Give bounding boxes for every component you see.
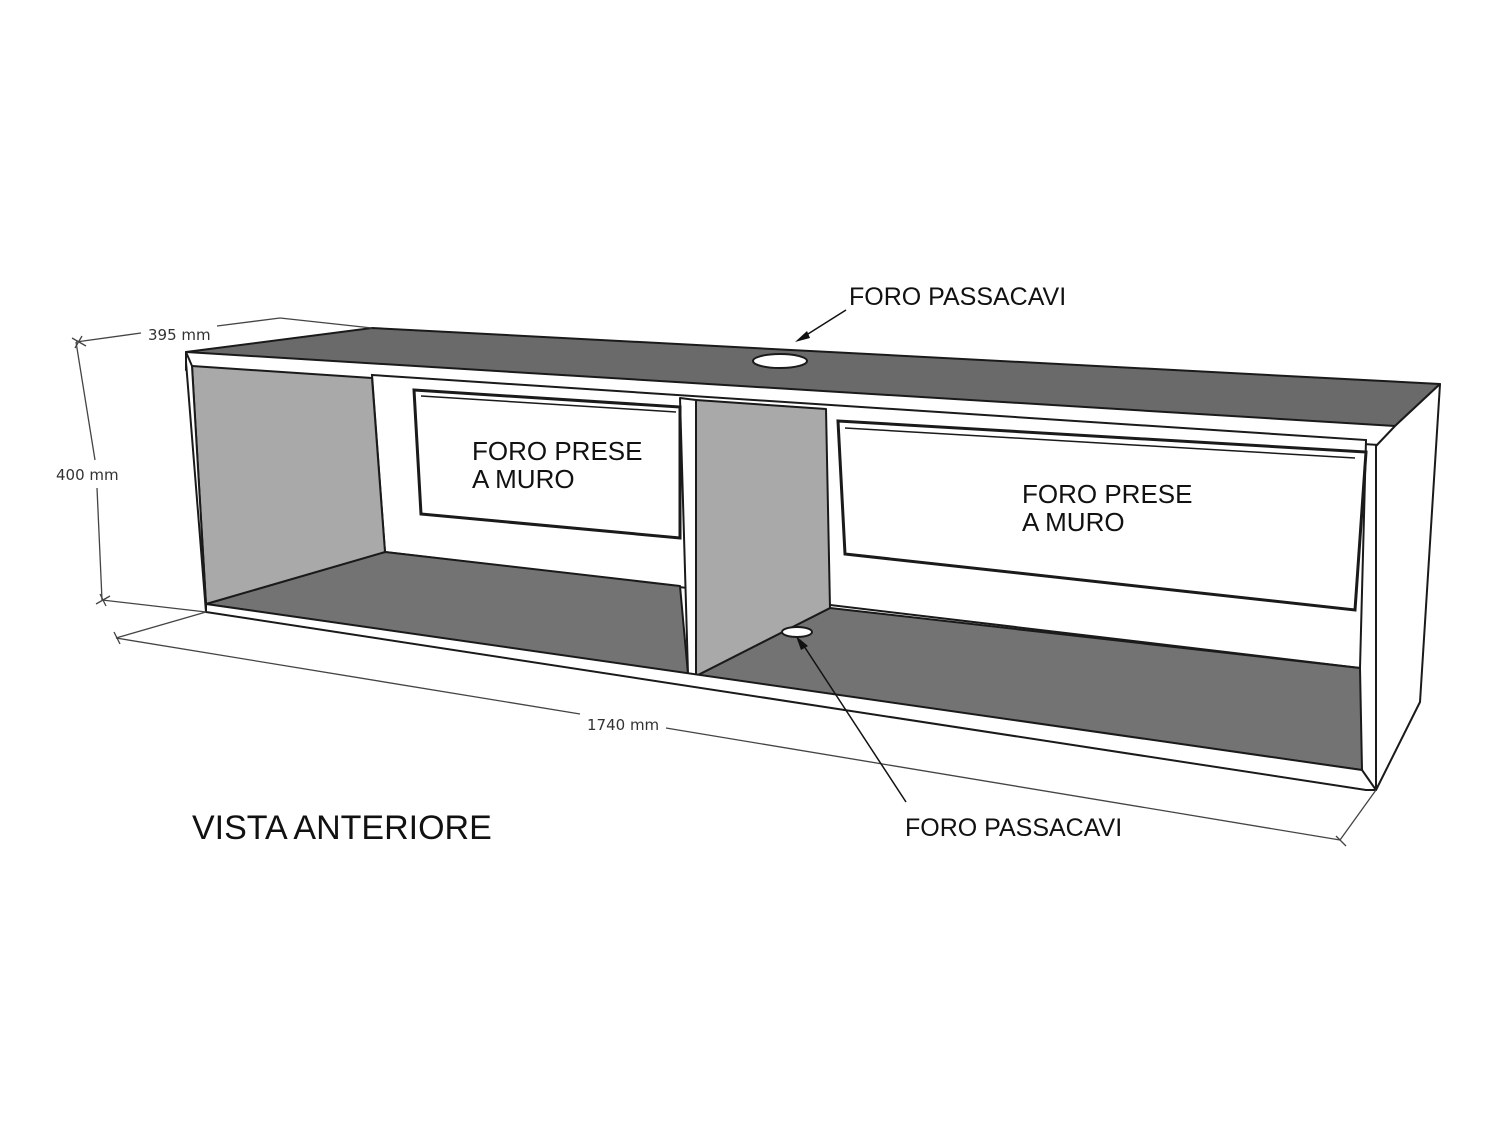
bottom-hole-label: FORO PASSACAVI (905, 814, 1122, 842)
top-hole-arrow (795, 309, 847, 342)
depth-dimension-label: 395 mm (148, 326, 211, 344)
left-opening-label-line2: A MURO (472, 464, 575, 494)
left-opening-label-line1: FORO PRESE (472, 436, 642, 466)
right-opening-label-line2: A MURO (1022, 507, 1125, 537)
right-opening-label-line1: FORO PRESE (1022, 479, 1192, 509)
bottom-hole-arrow (796, 636, 907, 803)
left-wall-opening (412, 388, 682, 540)
height-dimension-label: 400 mm (56, 466, 119, 484)
top-hole-label: FORO PASSACAVI (849, 283, 1066, 311)
depth-dimension (71, 317, 373, 349)
bottom-front-edge (205, 603, 1377, 791)
view-title: VISTA ANTERIORE (192, 809, 492, 847)
top-cable-hole (752, 353, 808, 369)
right-side-edge (1375, 383, 1441, 791)
right-wall-opening (836, 419, 1368, 612)
left-wall-opening-inner (420, 395, 677, 413)
right-wall-opening-inner (844, 427, 1356, 459)
bottom-cable-hole (781, 626, 813, 638)
height-dimension (75, 341, 207, 613)
width-dimension (113, 611, 1377, 847)
width-dimension-label: 1740 mm (587, 716, 659, 734)
